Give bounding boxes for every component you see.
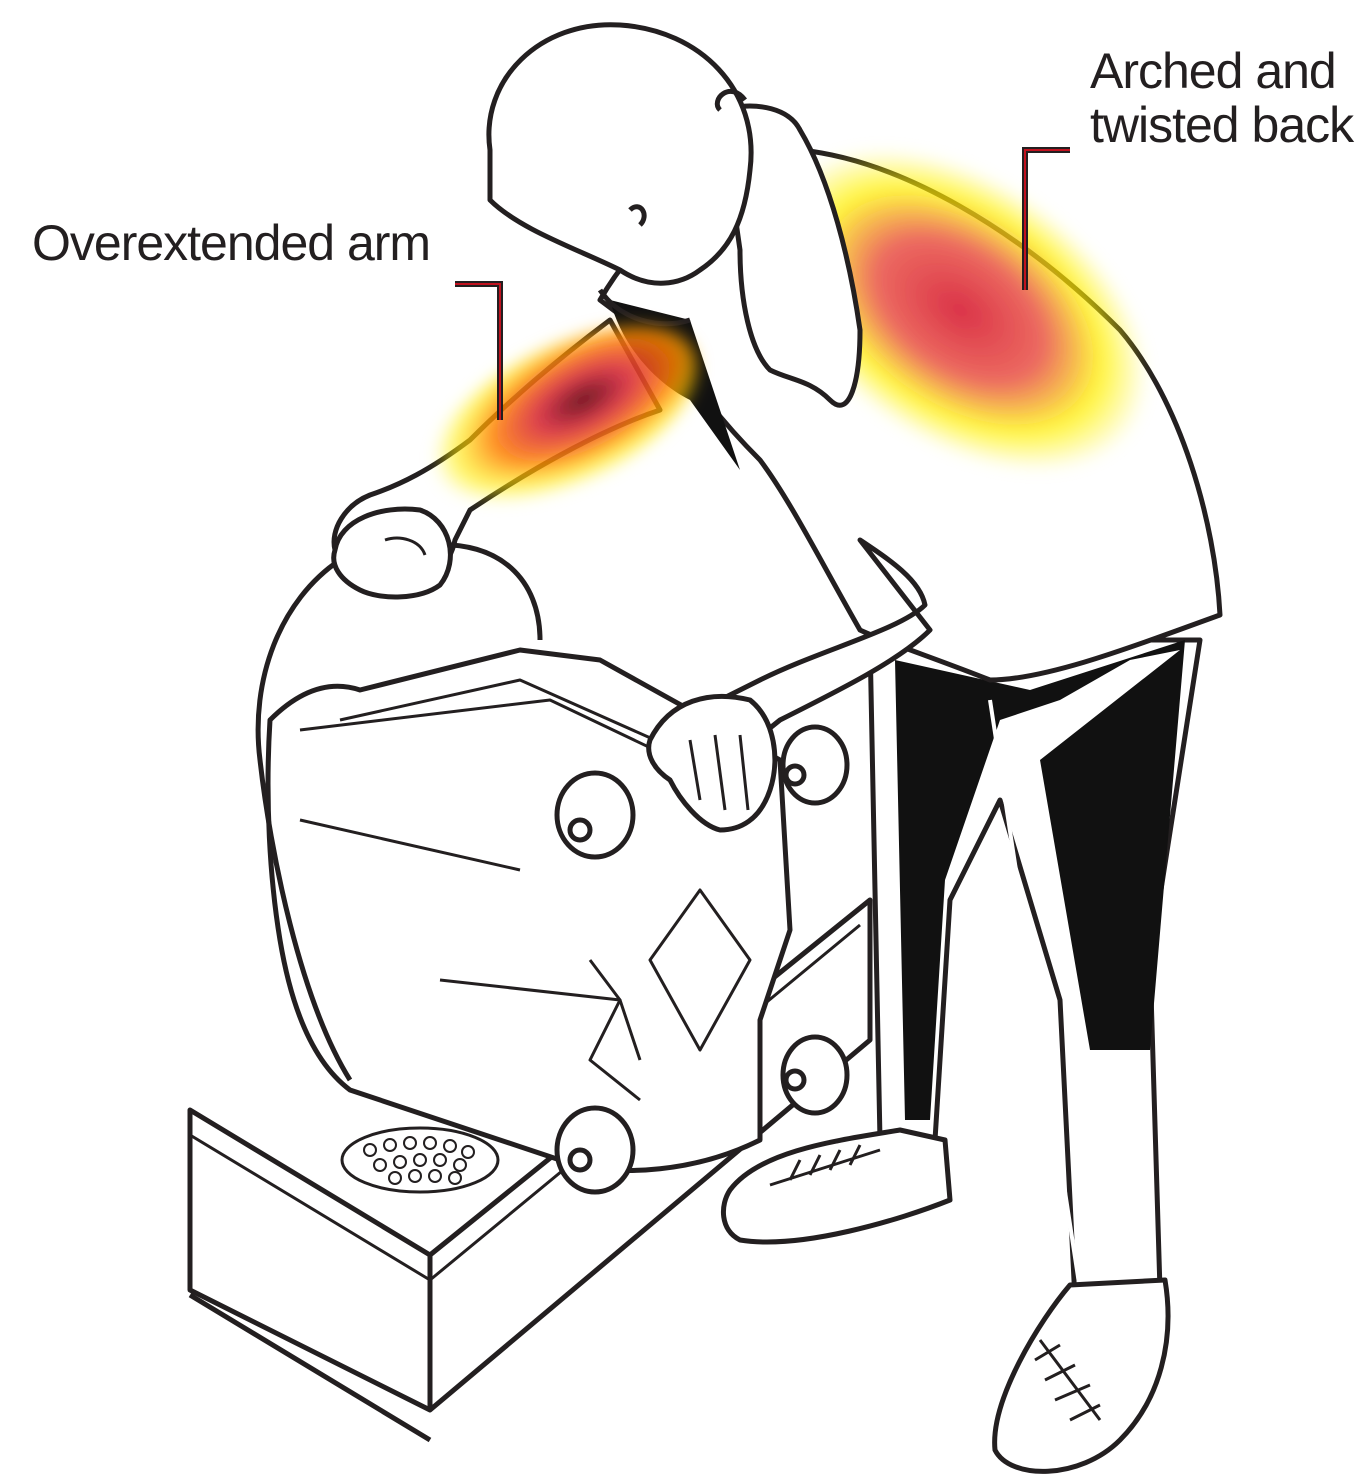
arm-callout-label: Overextended arm	[32, 216, 430, 270]
drain-grate	[342, 1128, 498, 1192]
back-callout-label: Arched and twisted back	[1090, 44, 1353, 152]
back-callout-line2: twisted back	[1090, 98, 1353, 152]
back-callout-line1: Arched and	[1090, 44, 1353, 98]
